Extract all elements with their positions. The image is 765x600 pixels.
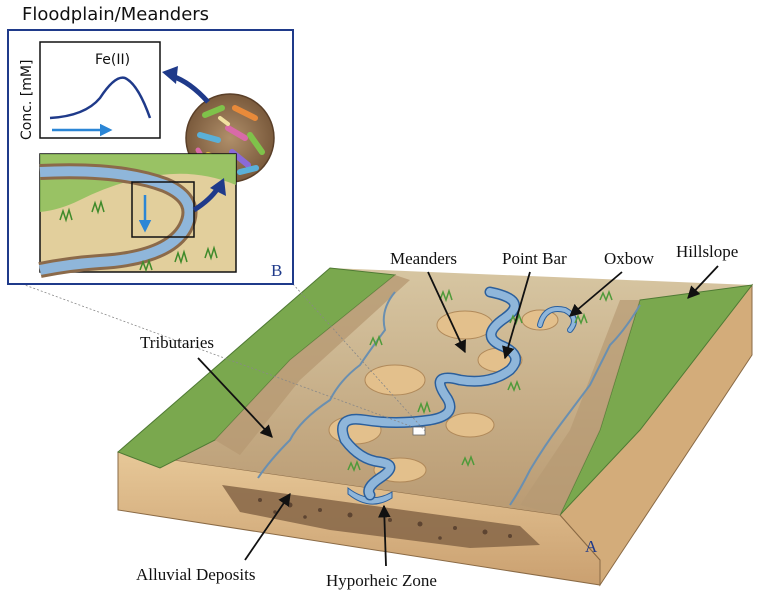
- main-river-water: [338, 288, 520, 499]
- zoom-marker: [412, 426, 426, 436]
- inset-title: Floodplain/Meanders: [22, 4, 209, 25]
- graph-curve-label: Fe(II): [95, 52, 130, 68]
- arrow-meanders: [427, 271, 466, 354]
- graph-ylabel: Conc. [mM]: [19, 60, 35, 140]
- oxbow-lake-water: [538, 307, 576, 332]
- label-oxbow: Oxbow: [604, 249, 655, 268]
- zoom-line-1: [21, 283, 414, 428]
- label-meanders: Meanders: [390, 249, 457, 268]
- illustration-to-microbe-arrowhead: [210, 178, 226, 196]
- river-cross-section: [347, 486, 393, 505]
- label-hillslope: Hillslope: [676, 242, 738, 261]
- alluvial-pebbles: [258, 498, 512, 540]
- zoom-line-2: [292, 283, 426, 432]
- label-alluvial-deposits: Alluvial Deposits: [136, 565, 255, 584]
- fe-curve: [49, 76, 152, 120]
- arrow-hyporheic-zone: [378, 504, 391, 567]
- arrow-alluvial-deposits: [244, 492, 291, 561]
- arrow-point-bar: [502, 271, 531, 360]
- tributary-right: [509, 304, 641, 506]
- inset-letter: B: [271, 261, 282, 280]
- block-letter: A: [585, 537, 598, 556]
- arrow-oxbow: [569, 271, 623, 317]
- illustration-grass: [59, 199, 218, 273]
- floodplain-illustration-river: [39, 166, 195, 275]
- arrow-hillslope: [687, 265, 719, 299]
- block-diagram: A: [117, 267, 754, 587]
- label-point-bar: Point Bar: [502, 249, 567, 268]
- label-hyporheic-zone: Hyporheic Zone: [326, 571, 437, 590]
- label-tributaries: Tributaries: [140, 333, 214, 352]
- inset-panel: Floodplain/Meanders Conc. [mM] Fe(II): [7, 4, 294, 285]
- labels: Meanders Point Bar Oxbow Hillslope Tribu…: [136, 242, 738, 590]
- left-hillslope-shadow: [215, 275, 410, 455]
- right-hillslope: [559, 284, 754, 516]
- tributary-left: [257, 291, 396, 479]
- right-hillslope-shadow: [520, 300, 640, 515]
- arrow-tributaries: [197, 357, 273, 438]
- grass-tufts: [347, 288, 613, 473]
- graph-box: [39, 41, 161, 139]
- microbe-to-graph-arrowhead: [162, 66, 178, 84]
